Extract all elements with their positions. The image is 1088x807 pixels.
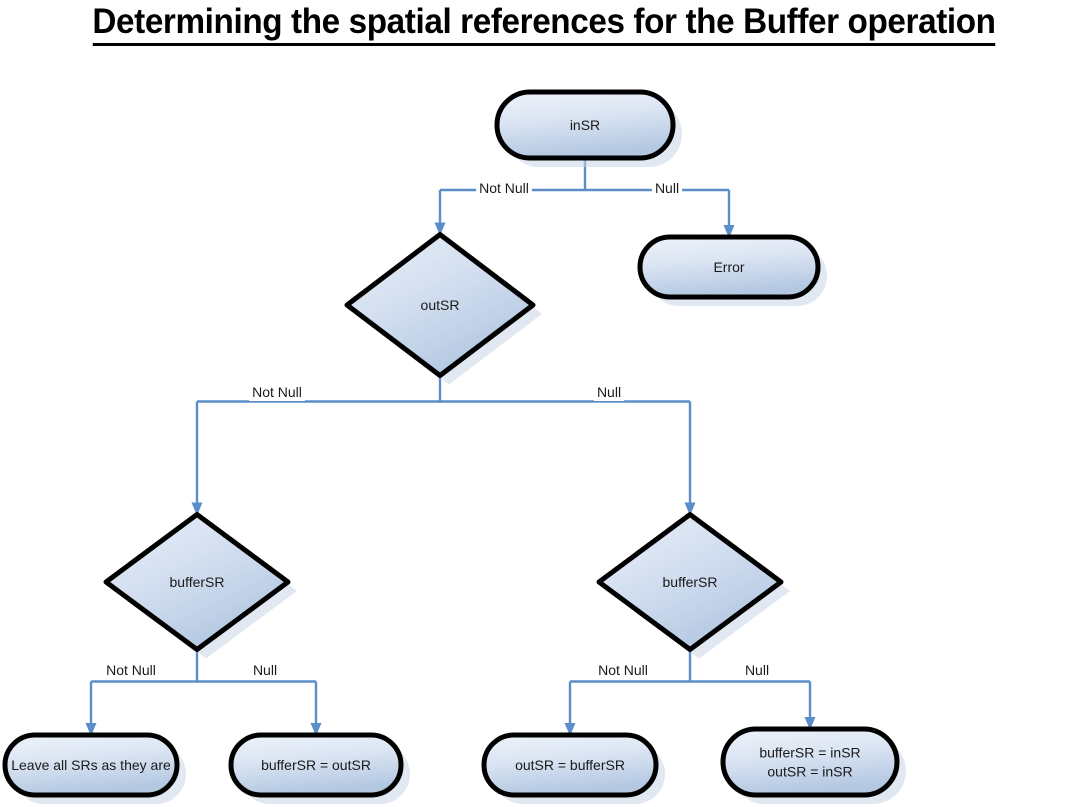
node-label: outSR = bufferSR: [515, 757, 625, 773]
flow-node-inSR[interactable]: inSR: [494, 89, 676, 161]
edge-label-backdrop: [741, 661, 773, 679]
node-shape-diamond: [103, 512, 291, 652]
edge-arrowhead: [804, 717, 816, 730]
flow-node-buf_eq_out[interactable]: bufferSR = outSR: [228, 732, 404, 798]
edge-label-backdrop: [595, 661, 651, 679]
node-label: inSR: [570, 117, 600, 133]
edge-group-outSR: [191, 375, 696, 516]
node-shape-stadium: [637, 234, 821, 300]
edge-label-text: Null: [253, 662, 277, 678]
flow-node-leave_all[interactable]: Leave all SRs as they are: [2, 732, 180, 798]
edge-label-text: Not Null: [598, 662, 648, 678]
node-shape-stadium: [481, 732, 659, 798]
edge-group-inSR: [434, 158, 735, 238]
edge-group-bufferSR_r: [564, 649, 816, 736]
node-label: Error: [713, 259, 744, 275]
edge-label-backdrop: [593, 383, 625, 401]
edge-group-bufferSR_l: [85, 649, 322, 736]
node-label: bufferSR: [170, 574, 225, 590]
edge-arrowhead: [191, 502, 203, 516]
edge-label-backdrop: [476, 179, 532, 197]
edge-label-text: Null: [655, 180, 679, 196]
edge-label-backdrop: [103, 661, 159, 679]
edge-arrowhead: [310, 723, 322, 736]
node-label: Leave all SRs as they are: [11, 757, 171, 773]
node-shape-diamond: [344, 232, 536, 378]
node-label: bufferSR = outSR: [261, 757, 371, 773]
edge-label-text: Not Null: [479, 180, 529, 196]
edge-label-e6: Null: [249, 661, 281, 679]
node-label: bufferSR = inSR: [759, 745, 860, 761]
page-title: Determining the spatial references for t…: [27, 2, 1061, 46]
node-label: bufferSR: [663, 574, 718, 590]
edge-label-backdrop: [651, 179, 683, 197]
edge-label-e4: Null: [593, 383, 625, 401]
edge-label-e8: Null: [741, 661, 773, 679]
node-shape-stadium: [494, 89, 676, 161]
edge-label-backdrop: [249, 661, 281, 679]
flow-node-bufferSR_r[interactable]: bufferSR: [596, 512, 784, 652]
edge-label-e2: Null: [651, 179, 683, 197]
edge-arrowhead: [434, 222, 446, 236]
edge-label-text: Null: [745, 662, 769, 678]
edge-label-text: Not Null: [106, 662, 156, 678]
edge-label-e7: Not Null: [595, 661, 651, 679]
node-shape-diamond: [596, 512, 784, 652]
node-shape-stadium: [720, 726, 900, 798]
edge-label-e3: Not Null: [249, 383, 305, 401]
edge-arrowhead: [85, 723, 97, 736]
flow-node-both_in[interactable]: bufferSR = inSR outSR = inSR: [720, 726, 900, 798]
edge-arrowhead: [723, 225, 735, 238]
edge-label-e1: Not Null: [476, 179, 532, 197]
flow-node-outSR[interactable]: outSR: [344, 232, 536, 378]
edge-arrowhead: [684, 502, 696, 516]
flow-node-error[interactable]: Error: [637, 234, 821, 300]
edge-label-text: Not Null: [252, 384, 302, 400]
node-label: outSR = inSR: [767, 764, 852, 780]
page-title-text: Determining the spatial references for t…: [92, 2, 996, 46]
node-label: outSR: [421, 297, 460, 313]
flow-node-bufferSR_l[interactable]: bufferSR: [103, 512, 291, 652]
node-shape-stadium: [228, 732, 404, 798]
nodes-layer: inSR Error outSR bufferSR bufferSR Leave all …: [2, 89, 900, 798]
edge-label-text: Null: [597, 384, 621, 400]
edge-label-backdrop: [249, 383, 305, 401]
node-shape-stadium: [2, 732, 180, 798]
edge-arrowhead: [564, 723, 576, 736]
node-shadows-layer: [14, 101, 906, 804]
flow-node-out_eq_buf[interactable]: outSR = bufferSR: [481, 732, 659, 798]
edge-label-e5: Not Null: [103, 661, 159, 679]
